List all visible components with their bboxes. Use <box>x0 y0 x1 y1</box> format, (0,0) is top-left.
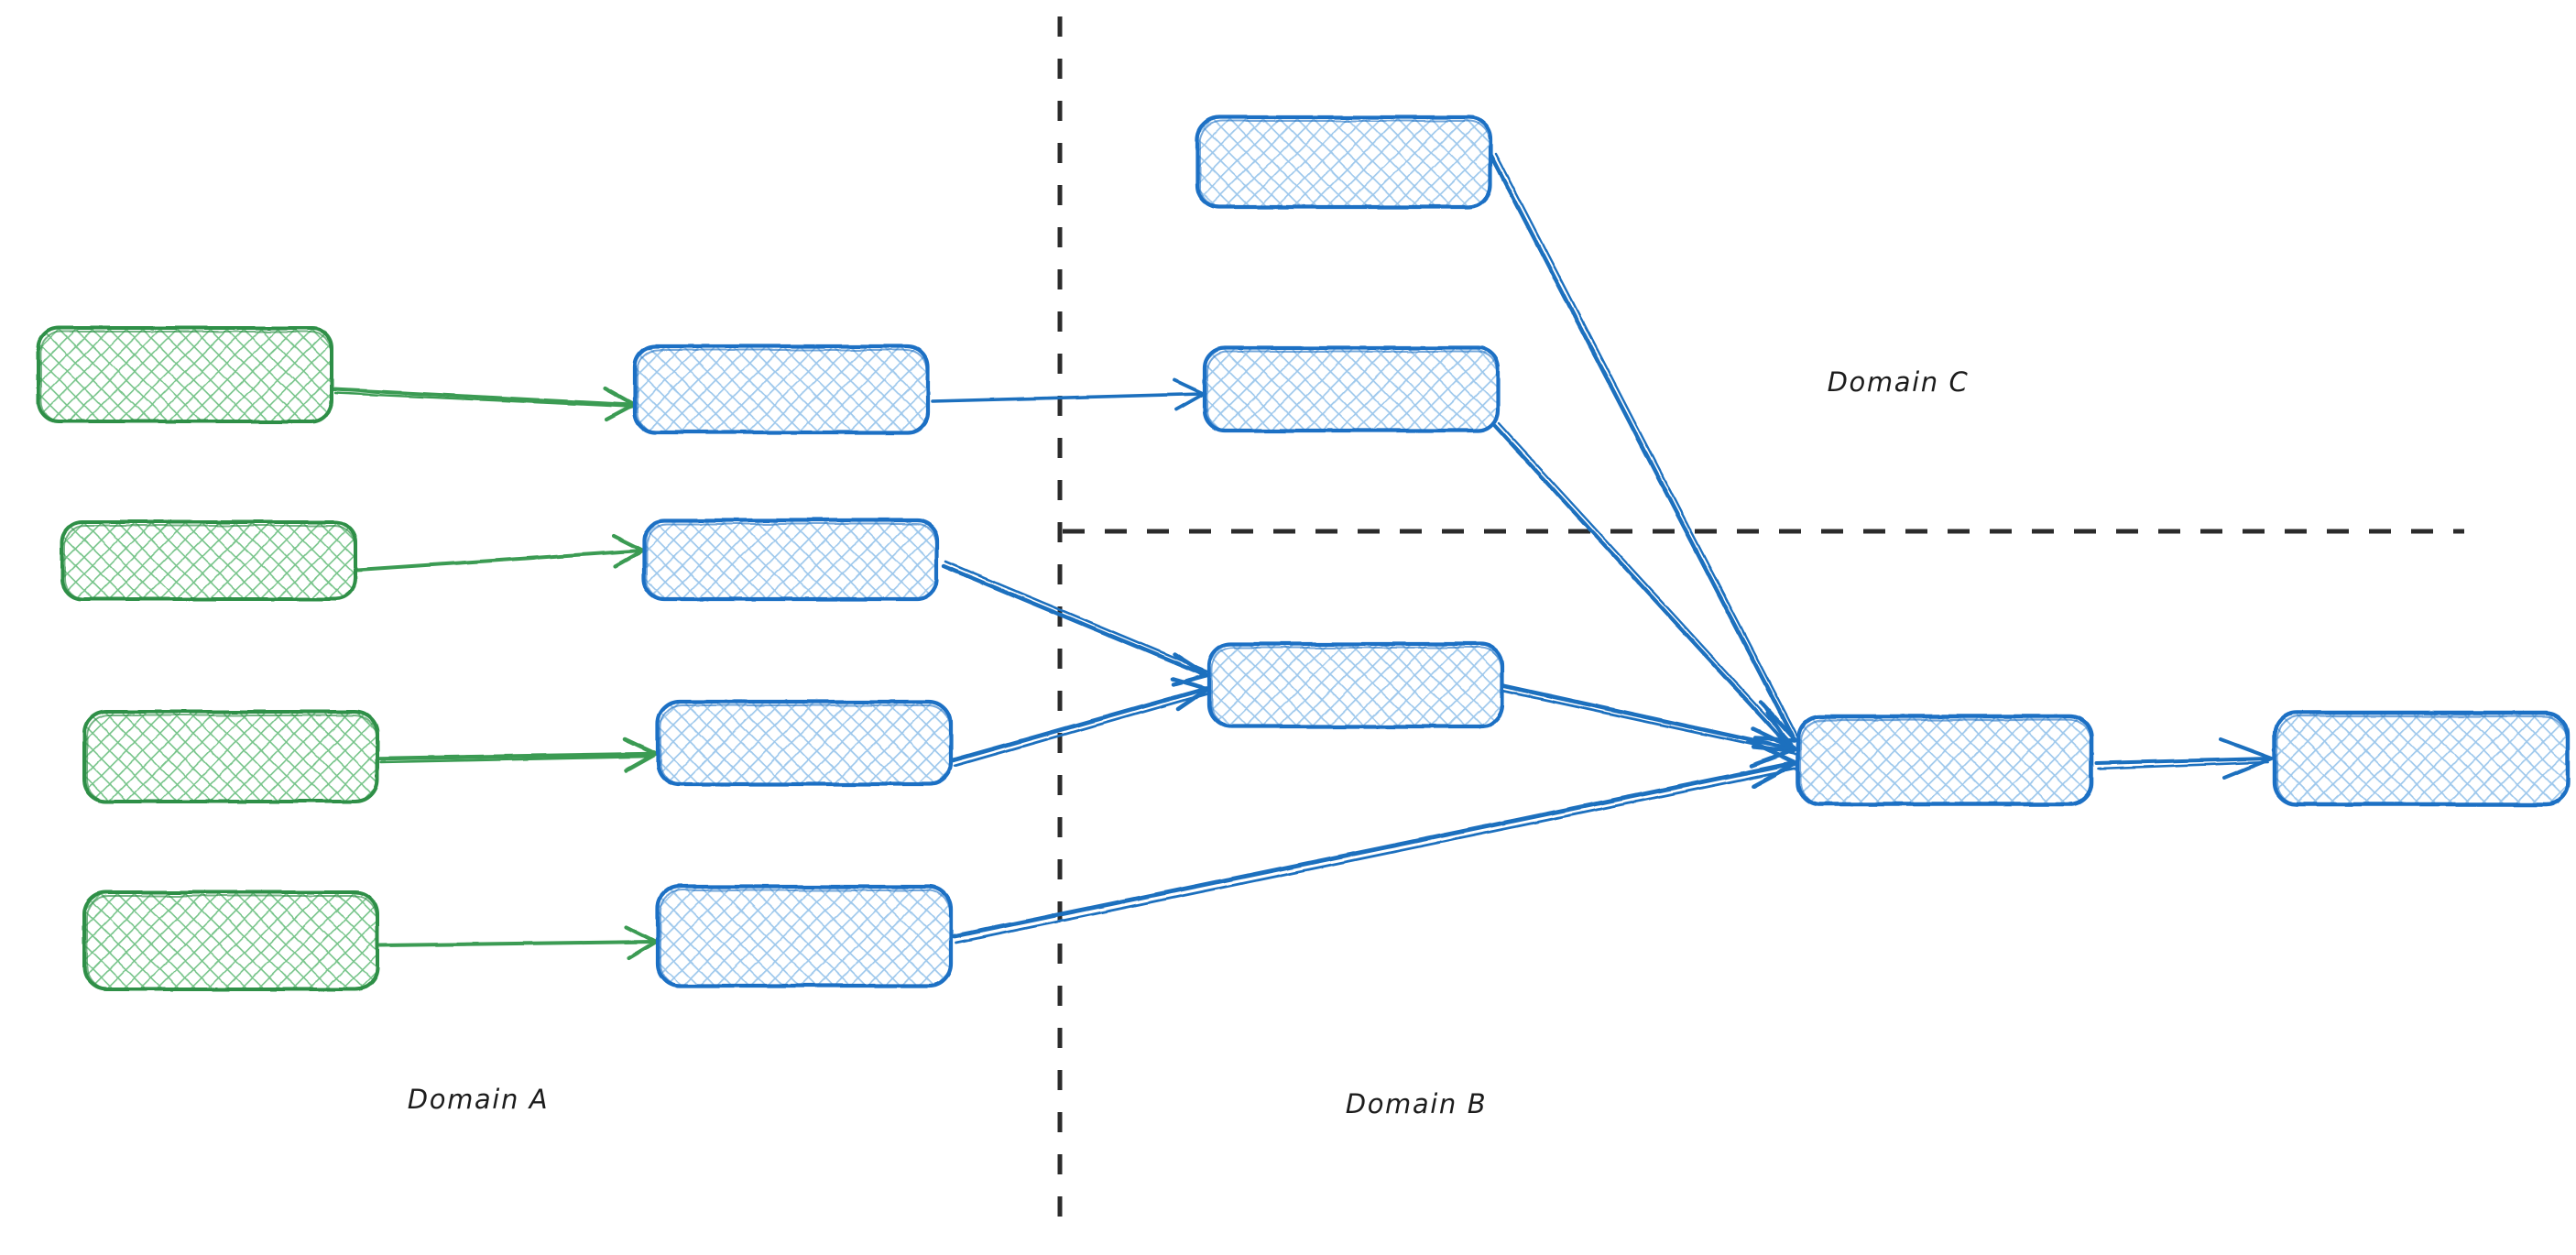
edge-b4-hub <box>952 737 1798 944</box>
node-c3[interactable] <box>1206 641 1505 729</box>
node-group <box>37 115 2571 991</box>
divider-group <box>1057 16 2464 1239</box>
edge-b1-c2 <box>931 378 1206 411</box>
node-a2[interactable] <box>60 520 357 601</box>
node-a4[interactable] <box>82 890 379 991</box>
edge-group <box>332 152 2274 961</box>
domain-a-label: Domain A <box>408 1084 549 1115</box>
edge-a1-b1 <box>332 386 637 422</box>
edge-b2-c3 <box>941 560 1210 687</box>
edge-c1-hub <box>1489 152 1799 743</box>
node-a1[interactable] <box>37 326 333 423</box>
domain-c-label: Domain C <box>1828 366 1970 398</box>
node-out[interactable] <box>2272 710 2571 807</box>
domain-label-group: Domain A Domain B Domain C <box>408 366 1970 1119</box>
edge-a3-b3 <box>377 737 659 773</box>
node-b2[interactable] <box>641 518 940 602</box>
edge-c3-hub <box>1498 682 1798 769</box>
domain-b-label: Domain B <box>1346 1088 1487 1119</box>
edge-c2-hub <box>1492 421 1797 754</box>
edge-a4-b4 <box>377 924 659 961</box>
node-hub[interactable] <box>1796 714 2094 807</box>
node-b1[interactable] <box>632 344 931 435</box>
node-b3[interactable] <box>655 699 954 787</box>
edge-a2-b2 <box>355 533 646 572</box>
node-c2[interactable] <box>1202 345 1501 433</box>
node-c1[interactable] <box>1195 115 1493 210</box>
node-a3[interactable] <box>82 710 379 803</box>
edge-b3-c3 <box>950 676 1210 768</box>
edge-hub-out <box>2094 737 2274 780</box>
node-b4[interactable] <box>655 884 954 988</box>
